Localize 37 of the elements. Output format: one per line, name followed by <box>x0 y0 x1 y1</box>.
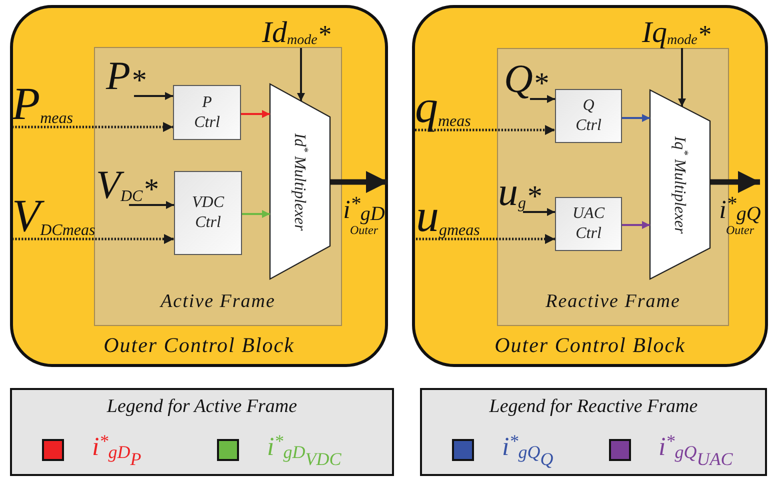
control-block <box>10 5 388 367</box>
arrow <box>530 95 555 103</box>
controller-box <box>173 85 241 140</box>
legend-title: Legend for Reactive Frame <box>488 396 699 418</box>
controller-box <box>555 197 622 251</box>
dotted-arrow <box>416 234 555 244</box>
arrow <box>134 92 173 100</box>
legend-title: Legend for Active Frame <box>106 396 298 418</box>
arrow <box>622 221 650 229</box>
controller-box <box>174 171 242 255</box>
arrow <box>297 48 305 102</box>
arrow <box>523 208 555 216</box>
controller-label: P Ctrl <box>194 92 220 132</box>
arrow <box>242 210 270 218</box>
frame-label: Active Frame <box>160 291 276 313</box>
signal-label: q$_{meas}$ <box>415 76 495 130</box>
signal-subscript: Outer <box>726 224 754 238</box>
controller-box <box>555 89 622 143</box>
signal-subscript: Outer <box>350 224 378 238</box>
arrow <box>129 201 174 209</box>
arrow <box>622 114 650 122</box>
dotted-arrow <box>12 234 174 244</box>
arrow <box>678 48 686 107</box>
dotted-arrow <box>12 122 173 132</box>
block-label: Outer Control Block <box>494 333 686 358</box>
arrow <box>710 171 760 193</box>
control-block <box>412 5 768 367</box>
signal-label: P$_{meas}$ <box>12 66 94 127</box>
controller-label: UAC Ctrl <box>572 204 604 244</box>
arrow <box>330 171 388 193</box>
arrow <box>241 110 270 118</box>
frame-panel <box>94 47 342 326</box>
dotted-arrow <box>415 125 555 135</box>
block-label: Outer Control Block <box>104 333 294 358</box>
frame-label: Reactive Frame <box>546 291 680 313</box>
controller-label: Q Ctrl <box>576 96 602 136</box>
controller-label: VDC Ctrl <box>192 193 224 233</box>
